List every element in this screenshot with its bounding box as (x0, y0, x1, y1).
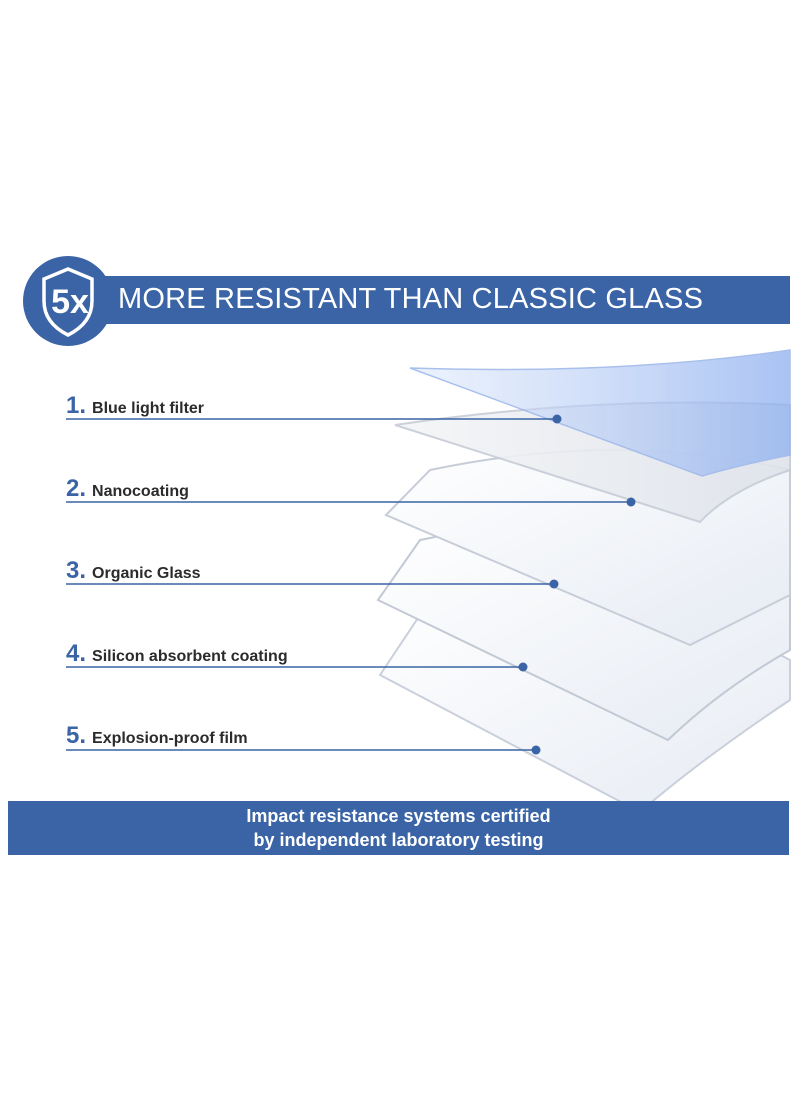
footer-line-1: Impact resistance systems certified (246, 806, 551, 826)
layer-label-3: 3. Organic Glass (66, 557, 201, 585)
badge-text: 5x (51, 283, 89, 321)
layer-label-5: 5. Explosion-proof film (66, 722, 248, 750)
layer-number-2: 2. (66, 475, 87, 502)
layer-text-1: Blue light filter (92, 400, 205, 417)
badge: 5x (23, 256, 113, 346)
layer-number-5: 5. (66, 722, 87, 749)
footer-line-2: by independent laboratory testing (253, 830, 544, 850)
layer-number-1: 1. (66, 392, 87, 419)
footer-bar (8, 801, 789, 855)
layer-number-3: 3. (66, 557, 87, 584)
layer-text-4: Silicon absorbent coating (92, 648, 288, 665)
leader-dot-1 (552, 414, 562, 424)
layer-label-4: 4. Silicon absorbent coating (66, 640, 288, 668)
leader-dot-5 (531, 745, 541, 755)
footer-text: Impact resistance systems certified by i… (8, 804, 789, 852)
layer-1-sheet (409, 349, 791, 477)
leader-dot-4 (518, 662, 528, 672)
layer-text-3: Organic Glass (92, 565, 201, 582)
layer-label-1: 1. Blue light filter (66, 392, 204, 420)
layer-text-2: Nanocoating (92, 483, 189, 500)
layer-text-5: Explosion-proof film (92, 730, 248, 747)
shield-icon (42, 267, 94, 337)
layer-number-4: 4. (66, 640, 87, 667)
header-title: MORE RESISTANT THAN CLASSIC GLASS (118, 283, 704, 315)
leader-dot-3 (549, 579, 559, 589)
header-bar (60, 276, 790, 324)
leader-dot-2 (626, 497, 636, 507)
layer-label-2: 2. Nanocoating (66, 475, 189, 503)
